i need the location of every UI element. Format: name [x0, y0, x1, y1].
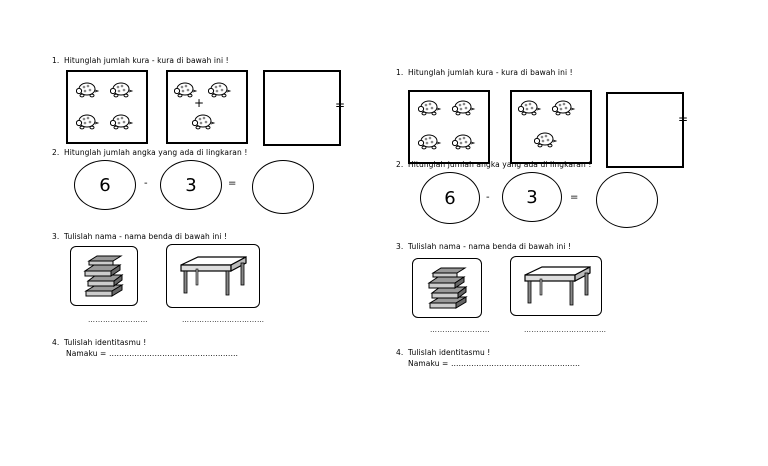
number-circle-b: 3: [160, 160, 222, 210]
turtle-icon: [452, 134, 475, 150]
plus-sign: +: [194, 96, 205, 110]
books-picture: [412, 258, 482, 318]
books-picture: [70, 246, 138, 306]
equals-sign: =: [334, 98, 345, 112]
turtle-icon: [552, 100, 575, 116]
turtle-icon: [452, 100, 475, 116]
name-line[interactable]: Namaku = ……………………………………………: [408, 359, 581, 368]
answer-circle[interactable]: [596, 172, 658, 228]
turtle-box-4: [408, 90, 490, 164]
turtle-icon: [192, 114, 215, 130]
question-3: 3.Tulislah nama - nama benda di bawah in…: [52, 232, 228, 241]
answer-line-books[interactable]: ……………………: [88, 316, 148, 324]
worksheet-right: 1.Hitunglah jumlah kura - kura di bawah …: [384, 0, 768, 466]
turtle-icon: [534, 132, 557, 148]
table-icon: [180, 256, 247, 296]
table-picture: [166, 244, 260, 308]
turtle-icon: [418, 100, 441, 116]
answer-line-table[interactable]: ……………………………: [182, 316, 265, 324]
turtle-icon: [110, 82, 133, 98]
turtle-icon: [208, 82, 231, 98]
name-line[interactable]: Namaku = ……………………………………………: [66, 349, 239, 358]
table-icon: [524, 266, 591, 306]
turtle-icon: [76, 82, 99, 98]
minus-sign: -: [486, 192, 490, 203]
turtle-box-3: +: [166, 70, 248, 144]
question-2: 2.Hitunglah jumlah angka yang ada di lin…: [52, 148, 248, 157]
question-1: 1.Hitunglah jumlah kura - kura di bawah …: [52, 56, 229, 65]
question-1: 1.Hitunglah jumlah kura - kura di bawah …: [396, 68, 573, 77]
turtle-icon: [418, 134, 441, 150]
answer-box[interactable]: =: [606, 92, 688, 168]
worksheet-left: 1.Hitunglah jumlah kura - kura di bawah …: [52, 56, 345, 358]
number-circle-a: 6: [420, 172, 480, 224]
answer-circle[interactable]: [252, 160, 314, 214]
question-3: 3.Tulislah nama - nama benda di bawah in…: [396, 242, 572, 251]
equals-sign: =: [677, 112, 688, 126]
books-icon: [84, 255, 123, 297]
turtle-box-3: [510, 90, 592, 164]
turtle-icon: [110, 114, 133, 130]
answer-line-books[interactable]: ……………………: [430, 326, 490, 334]
question-2: 2.Hitunglah jumlah angka yang ada di lin…: [396, 160, 592, 169]
minus-sign: -: [144, 178, 148, 189]
question-4: 4.Tulislah identitasmu !: [52, 338, 147, 347]
turtle-box-4: [66, 70, 148, 144]
answer-line-table[interactable]: ……………………………: [524, 326, 607, 334]
equals-sign: =: [570, 192, 579, 203]
answer-box[interactable]: =: [263, 70, 345, 146]
equals-sign: =: [228, 178, 237, 189]
turtle-icon: [76, 114, 99, 130]
books-icon: [428, 267, 467, 309]
question-4: 4.Tulislah identitasmu !: [396, 348, 491, 357]
turtle-icon: [518, 100, 541, 116]
table-picture: [510, 256, 602, 316]
number-circle-a: 6: [74, 160, 136, 210]
number-circle-b: 3: [502, 172, 562, 222]
